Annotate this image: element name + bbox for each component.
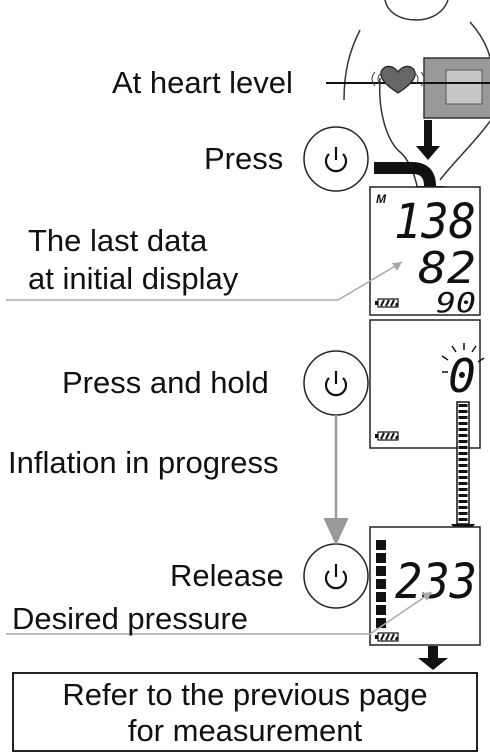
- power-icon: [324, 371, 348, 397]
- battery-icon: [375, 298, 399, 308]
- heart-icon: [371, 65, 425, 94]
- inflation-label: Inflation in progress: [8, 445, 279, 480]
- battery-icon: [375, 632, 399, 642]
- systolic-value: 138: [394, 194, 476, 250]
- display-last-data: M 138 82 90: [369, 186, 481, 320]
- power-button-hold[interactable]: [303, 350, 369, 416]
- diastolic-value: 82: [418, 243, 476, 294]
- down-arrow-to-instruction: [418, 646, 448, 670]
- inflation-value: 0: [448, 349, 476, 403]
- battery-icon: [375, 431, 399, 441]
- power-icon: [324, 564, 348, 590]
- instruction-line2: for measurement: [127, 713, 363, 748]
- instruction-box: Refer to the previous page for measureme…: [12, 672, 478, 752]
- last-data-label-line2: at initial display: [28, 261, 239, 296]
- down-arrow-to-display: [416, 120, 440, 160]
- power-icon: [324, 147, 348, 173]
- desired-pressure-label: Desired pressure: [12, 601, 249, 636]
- power-button-press[interactable]: [303, 126, 369, 192]
- release-value: 233: [395, 554, 477, 610]
- pressure-bar: [376, 540, 386, 628]
- heart-level-label: At heart level: [112, 65, 293, 100]
- person-with-cuff-illustration: [343, 0, 490, 201]
- pulse-value: 90: [436, 286, 476, 319]
- press-and-hold-label: Press and hold: [62, 365, 269, 400]
- memory-mark: M: [376, 192, 387, 206]
- blink-rays: [441, 343, 485, 373]
- power-button-release[interactable]: [303, 543, 369, 609]
- instruction-line1: Refer to the previous page: [62, 677, 428, 712]
- press-label: Press: [204, 141, 284, 176]
- last-data-label-line1: The last data: [28, 223, 208, 258]
- display-release: 233: [369, 526, 481, 646]
- release-label: Release: [170, 558, 284, 593]
